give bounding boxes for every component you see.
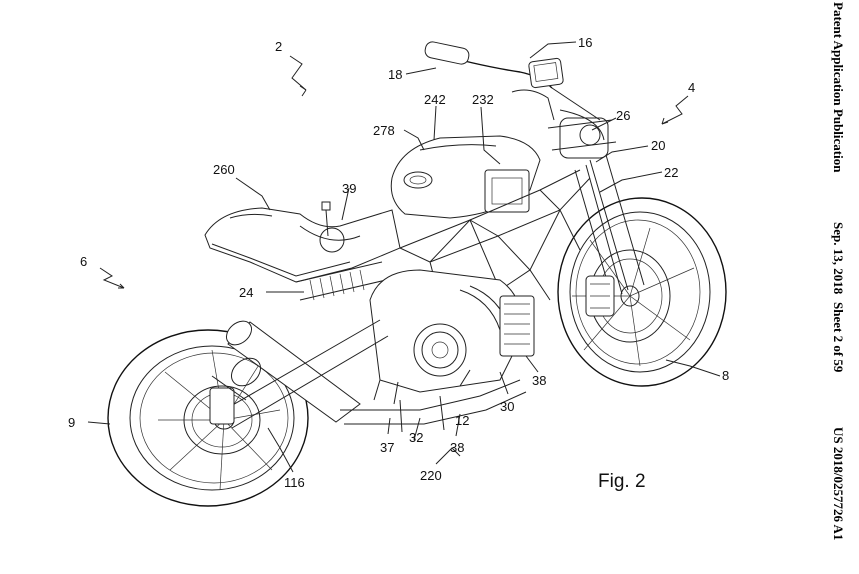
ref-numeral-116: 116 — [284, 475, 305, 490]
ref-numeral-38-upper: 38 — [532, 373, 546, 388]
rear-wheel — [107, 329, 309, 507]
sheet-number: Sheet 2 of 59 — [831, 302, 846, 373]
handlebar — [424, 41, 605, 146]
ref-numeral-16: 16 — [578, 35, 592, 50]
ref-numeral-6: 6 — [80, 254, 87, 269]
ref-numeral-22: 22 — [664, 165, 678, 180]
front-wheel — [557, 197, 727, 387]
ref-numeral-30: 30 — [500, 399, 514, 414]
publication-date: Sep. 13, 2018 — [831, 222, 846, 295]
ref-numeral-9: 9 — [68, 415, 75, 430]
swingarm — [209, 319, 389, 429]
ref-numeral-39: 39 — [342, 181, 356, 196]
seat-and-tail — [204, 201, 401, 283]
front-brake — [585, 275, 615, 317]
ref-numeral-24: 24 — [239, 285, 253, 300]
ref-numeral-32: 32 — [409, 430, 423, 445]
ref-numeral-242: 242 — [424, 92, 446, 107]
ref-numeral-4: 4 — [688, 80, 695, 95]
ref-numeral-38-lower: 38 — [450, 440, 464, 455]
publication-number: US 2018/0257726 A1 — [831, 427, 846, 541]
ref-numeral-37: 37 — [380, 440, 394, 455]
ref-numeral-20: 20 — [651, 138, 665, 153]
publication-header: Patent Application Publication Sep. 13, … — [814, 0, 859, 569]
exhaust — [225, 320, 527, 433]
ref-numeral-260: 260 — [213, 162, 235, 177]
publication-title: Patent Application Publication — [831, 2, 846, 173]
figure-caption: Fig. 2 — [598, 471, 646, 492]
ref-numeral-18: 18 — [388, 67, 402, 82]
motorcycle-drawing: 2 4 6 8 9 12 16 18 20 22 24 26 30 32 37 … — [68, 35, 729, 507]
ref-numeral-26: 26 — [616, 108, 630, 123]
ref-numeral-278: 278 — [373, 123, 395, 138]
ref-numeral-2: 2 — [275, 39, 282, 54]
ref-numeral-12: 12 — [455, 413, 469, 428]
leader-lines — [87, 41, 721, 473]
rear-shock — [295, 261, 387, 301]
ref-numeral-220: 220 — [420, 468, 442, 483]
fuel-tank — [390, 135, 541, 219]
ref-numeral-232: 232 — [472, 92, 494, 107]
engine — [369, 269, 535, 405]
ref-numeral-8: 8 — [722, 368, 729, 383]
reference-numerals: 2 4 6 8 9 12 16 18 20 22 24 26 30 32 37 … — [68, 35, 729, 490]
